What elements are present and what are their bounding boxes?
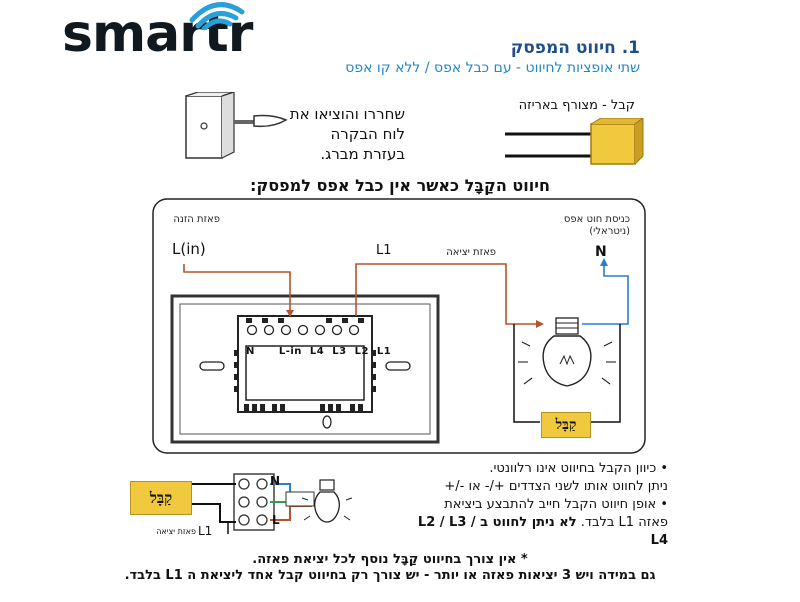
detail-output-phase-label: פאזת יציאה	[156, 527, 196, 536]
lamp-icon	[518, 317, 616, 387]
terminal-l3: L3	[332, 346, 347, 357]
bullet-l1-only: • אופן חיווט הקבל חייב להתבצע ביציאת	[444, 497, 668, 512]
neutral-terminal-label: N	[595, 244, 607, 260]
bullet-polarity: ניתן לחווט אותו לשני הצדדים +/- או -/+	[444, 479, 668, 494]
detail-terminal-l: L	[272, 513, 280, 527]
terminal-l2: L2	[354, 346, 369, 357]
section-title: 1. חיווט המפסק	[510, 38, 640, 58]
output-phase-label: פאזת יציאה	[446, 247, 496, 258]
terminal-l1: L1	[376, 346, 392, 357]
terminal-detail-illustration	[188, 473, 353, 534]
terminal-row: N L-in L4 L3 L2 L1	[246, 346, 391, 357]
note-three-outputs: גם במידה ויש 3 יציאות פאזה או יותר - יש …	[124, 568, 656, 583]
bullet-not-l2-l4: לא ניתן לחווט ב L2 / L3 / L4	[417, 515, 668, 548]
switch-removal-illustration	[185, 92, 288, 159]
supply-phase-label: פאזת הזנה	[173, 214, 220, 225]
detail-terminal-n: N	[270, 474, 281, 488]
note-single-capacitor: * אין צורך בחיווט קַבָּל נוסף לכל יציאת …	[252, 552, 528, 567]
wifi-icon	[189, 2, 245, 30]
capacitor-instructions: • כיוון הקבל בחיווט אינו רלוונטי. ניתן ל…	[400, 460, 668, 550]
wiring-diagram	[152, 198, 646, 454]
remove-panel-instruction: שחררו והוציאו את לוח הבקרה בעזרת מברג.	[289, 105, 405, 163]
bullet-phase-l1: פאזה L1 בלבד.	[580, 515, 668, 530]
diagram-heading: חיווט הקַבָּל כאשר אין כבל אפס למפסק:	[250, 176, 550, 195]
terminal-l4: L4	[309, 346, 325, 357]
capacitor-box: קַבָּל	[541, 412, 591, 438]
terminal-n: N	[246, 346, 255, 357]
section-subtitle: שתי אופציות לחיווט - עם כבל אפס / ללא קו…	[345, 60, 640, 76]
bullet-direction: • כיוון הקבל בחיווט אינו רלוונטי.	[489, 461, 668, 476]
detail-capacitor-box: קַבָּל	[130, 481, 192, 515]
neutral-input-label: כניסת חוט אפס (ניטראלי)	[563, 214, 630, 237]
output-terminal-label: L1	[376, 243, 392, 258]
detail-output-terminal: L1	[198, 524, 213, 538]
supply-terminal-label: L(in)	[172, 240, 206, 258]
terminal-l-in: L-in	[278, 346, 302, 357]
footnotes: * אין צורך בחיווט קַבָּל נוסף לכל יציאת …	[110, 552, 670, 584]
capacitor-package-illustration	[505, 118, 644, 165]
bullet-l1-only-cont: פאזה L1 בלבד. לא ניתן לחווט ב L2 / L3 / …	[400, 514, 668, 550]
capacitor-included-label: קבל - מצורף באריזה	[518, 98, 635, 113]
